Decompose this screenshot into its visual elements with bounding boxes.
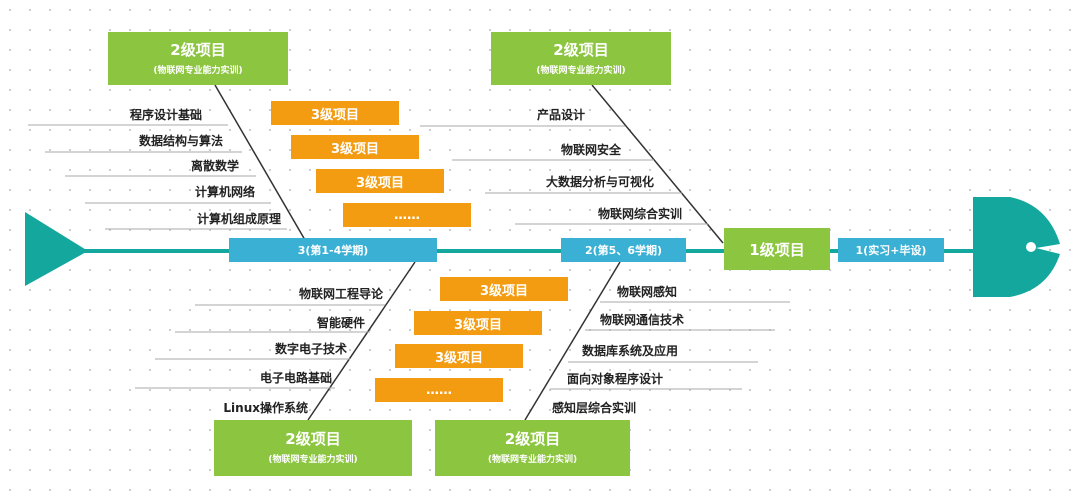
level2-box-top-right: 2级项目 (物联网专业能力实训) xyxy=(491,32,671,85)
course-label: 计算机组成原理 xyxy=(196,212,281,226)
bone-bottom-left xyxy=(307,261,416,421)
fish-eye-icon xyxy=(1026,242,1036,252)
level3-label: …… xyxy=(394,207,420,223)
course-label: 大数据分析与可视化 xyxy=(545,175,654,189)
level2-title: 2级项目 xyxy=(553,40,609,59)
level3-box: 3级项目 xyxy=(395,344,523,368)
level2-subtitle: (物联网专业能力实训) xyxy=(153,65,243,76)
level2-subtitle: (物联网专业能力实训) xyxy=(536,65,626,76)
course-label: 程序设计基础 xyxy=(129,108,202,122)
level2-box-bottom-right: 2级项目 (物联网专业能力实训) xyxy=(435,420,630,476)
course-label: 感知层综合实训 xyxy=(552,401,637,415)
level3-box: 3级项目 xyxy=(440,277,568,301)
level3-box: …… xyxy=(375,378,503,402)
course-label: 数据库系统及应用 xyxy=(582,344,679,358)
course-label: 电子电路基础 xyxy=(259,371,332,385)
course-label: 计算机网络 xyxy=(194,185,255,199)
level2-title: 2级项目 xyxy=(170,40,226,59)
course-label: 物联网综合实训 xyxy=(597,207,682,221)
level1-box: 1级项目 xyxy=(724,228,830,270)
course-label: 物联网感知 xyxy=(617,285,678,299)
level3-label: 3级项目 xyxy=(330,141,380,157)
level3-label: 3级项目 xyxy=(355,175,405,191)
level2-title: 2级项目 xyxy=(285,430,341,448)
course-label: 面向对象程序设计 xyxy=(567,372,664,386)
bone-top-right xyxy=(591,84,724,244)
fish-head-icon xyxy=(973,197,1060,297)
course-label: 数字电子技术 xyxy=(274,342,347,356)
level3-label: 3级项目 xyxy=(434,350,484,366)
stage-label-3: 3(第1-4学期) xyxy=(229,238,437,262)
fish-tail-icon xyxy=(25,212,88,286)
course-label: 物联网安全 xyxy=(560,143,621,157)
course-label: Linux操作系统 xyxy=(223,401,308,415)
course-label: 物联网通信技术 xyxy=(600,313,685,327)
level2-subtitle: (物联网专业能力实训) xyxy=(487,455,578,465)
level1-label: 1级项目 xyxy=(749,240,805,259)
stage-label-2: 2(第5、6学期) xyxy=(561,238,686,262)
level3-box: 3级项目 xyxy=(316,169,444,193)
stage-text: 3(第1-4学期) xyxy=(297,244,369,257)
level2-box-top-left: 2级项目 (物联网专业能力实训) xyxy=(108,32,288,85)
level3-box: 3级项目 xyxy=(414,311,542,335)
level3-box: 3级项目 xyxy=(291,135,419,159)
level3-label: 3级项目 xyxy=(479,283,529,299)
bone-top-left xyxy=(214,84,306,241)
course-label: 数据结构与算法 xyxy=(138,134,223,148)
stage-label-1: 1(实习+毕设) xyxy=(838,238,944,262)
course-label: 智能硬件 xyxy=(316,316,365,330)
level3-label: 3级项目 xyxy=(310,107,360,123)
level3-label: …… xyxy=(426,382,452,398)
level3-box: …… xyxy=(343,203,471,227)
level2-title: 2级项目 xyxy=(504,430,561,448)
stage-text: 1(实习+毕设) xyxy=(855,244,927,257)
stage-text: 2(第5、6学期) xyxy=(584,244,663,257)
level2-box-bottom-left: 2级项目 (物联网专业能力实训) xyxy=(214,420,412,476)
course-label: 产品设计 xyxy=(536,108,585,122)
level2-subtitle: (物联网专业能力实训) xyxy=(268,455,358,465)
bone-bottom-right xyxy=(524,261,621,421)
course-label: 离散数学 xyxy=(190,159,239,173)
level3-label: 3级项目 xyxy=(453,317,503,333)
level3-box: 3级项目 xyxy=(271,101,399,125)
course-label: 物联网工程导论 xyxy=(298,287,383,301)
